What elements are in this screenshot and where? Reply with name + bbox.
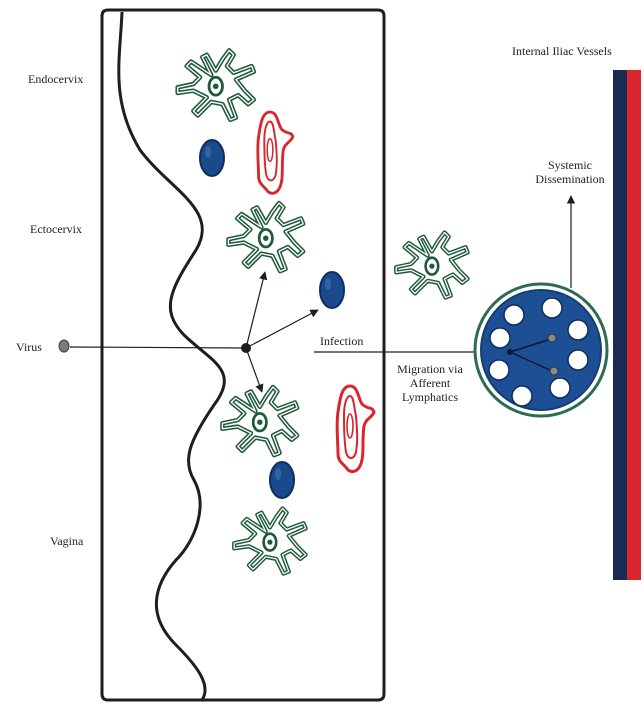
label-infection: Infection bbox=[320, 334, 363, 348]
t-cell-icon bbox=[320, 272, 344, 308]
label-migration-line3: Lymphatics bbox=[384, 390, 476, 404]
iliac-vessels-icon bbox=[613, 70, 641, 580]
dendritic-cell-icon bbox=[222, 387, 297, 455]
label-vagina: Vagina bbox=[50, 534, 83, 548]
label-endocervix: Endocervix bbox=[28, 72, 83, 86]
macrophage-icon bbox=[258, 112, 293, 193]
dendritic-cell-icon bbox=[178, 50, 254, 119]
virus-entry-line bbox=[70, 347, 244, 348]
t-cell-icon bbox=[200, 140, 224, 176]
t-cell-icon bbox=[270, 462, 294, 498]
label-virus: Virus bbox=[16, 340, 42, 354]
mucosal-tissue-box bbox=[102, 10, 384, 700]
virus-particle-icon bbox=[59, 340, 69, 352]
dendritic-cell-icon bbox=[228, 203, 303, 271]
spread-arrow-up bbox=[246, 272, 265, 348]
label-systemic-line2: Dissemination bbox=[520, 172, 620, 186]
epithelial-boundary bbox=[119, 12, 225, 700]
label-systemic-line1: Systemic bbox=[520, 158, 620, 172]
label-vessels: Internal Iliac Vessels bbox=[512, 44, 612, 58]
label-migration-line1: Migration via bbox=[384, 362, 476, 376]
label-systemic: Systemic Dissemination bbox=[520, 158, 620, 186]
label-migration-line2: Afferent bbox=[384, 376, 476, 390]
dendritic-cell-icon bbox=[396, 233, 467, 298]
dendritic-cell-icon bbox=[234, 509, 305, 574]
macrophage-icon bbox=[337, 386, 374, 472]
lymph-node-icon bbox=[475, 284, 607, 416]
label-migration: Migration via Afferent Lymphatics bbox=[384, 362, 476, 404]
spread-arrow-down bbox=[246, 348, 262, 392]
label-ectocervix: Ectocervix bbox=[30, 222, 82, 236]
spread-arrow-right bbox=[246, 310, 318, 348]
